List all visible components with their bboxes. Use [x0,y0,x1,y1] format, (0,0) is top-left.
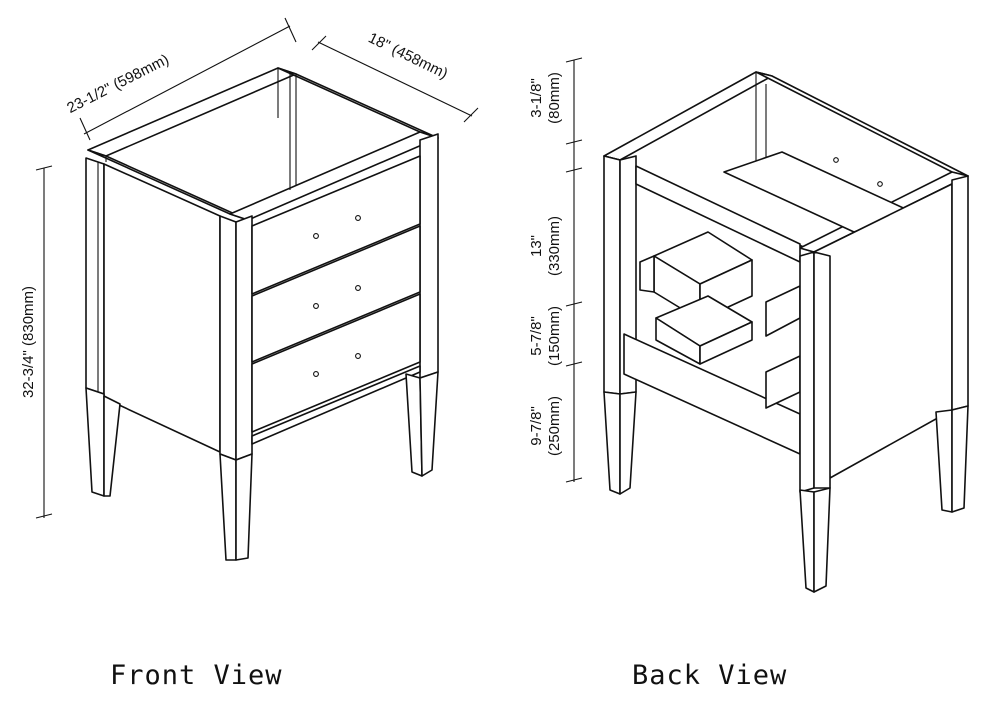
front-depth-label: 18" (458mm) [366,29,451,82]
front-top-frame [87,67,439,221]
back-low-dim-in: 5-7/8" [528,316,545,356]
back-rails [623,165,801,455]
drawer-knob [355,285,361,291]
back-dimension-lines [565,57,583,483]
front-left-post [219,215,253,461]
back-legs [603,391,969,593]
drawer-knob [313,233,319,239]
back-mid-dim-in: 13" [528,235,545,257]
back-view-caption: Back View [632,660,788,691]
back-top-dim-in: 3-1/8" [528,78,545,118]
drawer-knob [313,303,319,309]
front-drawers [251,155,421,445]
back-bottom-dim-mm: (250mm) [546,396,563,456]
back-bottom-dim-in: 9-7/8" [528,406,545,446]
front-right-post [419,133,439,379]
front-dimension-lines [35,17,479,519]
drawer-knob [355,353,361,359]
front-left-side-panel [85,157,221,453]
back-top-dim-mm: (80mm) [546,72,563,124]
drawer-knob [313,371,319,377]
drawer-knob [355,215,361,221]
back-low-dim-mm: (150mm) [546,306,563,366]
front-view-cabinet [35,17,479,561]
front-width-label: 23-1/2" (598mm) [64,51,172,117]
front-legs [85,371,439,561]
back-drawer-boxes [639,231,801,409]
front-view-caption: Front View [110,660,283,691]
front-height-label: 32-3/4" (830mm) [20,286,37,398]
back-view-cabinet [603,71,969,593]
back-mid-dim-mm: (330mm) [546,216,563,276]
